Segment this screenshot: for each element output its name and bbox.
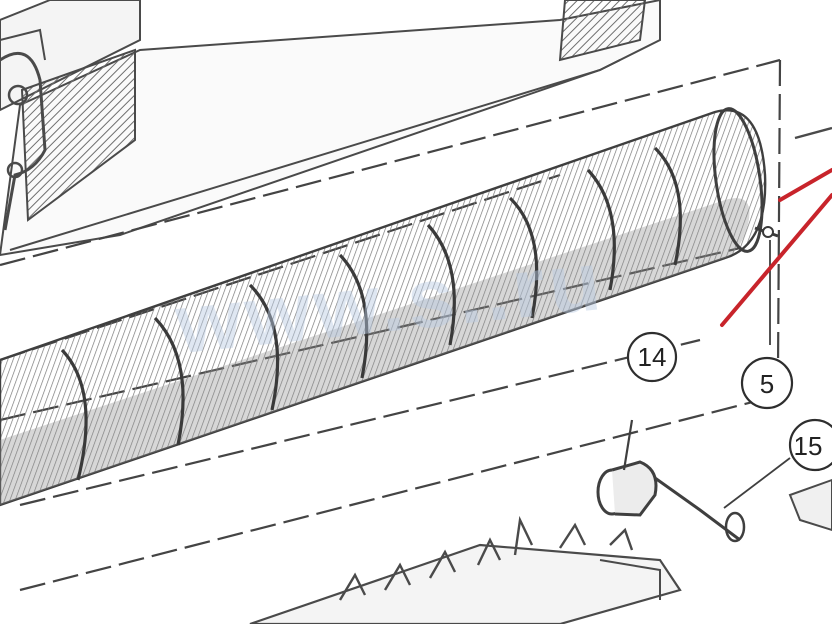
callout-14-label: 14 xyxy=(638,342,667,372)
lower-grille xyxy=(249,515,682,624)
callout-5: 5 xyxy=(740,356,794,410)
motor-bearing-part xyxy=(596,419,746,543)
callout-14: 14 xyxy=(626,331,678,383)
upper-housing xyxy=(0,0,661,257)
cross-flow-fan xyxy=(0,107,779,507)
side-plate xyxy=(788,478,832,532)
leader-lines xyxy=(723,240,791,509)
callout-15-label: 15 xyxy=(794,431,823,461)
callout-15: 15 xyxy=(788,418,832,472)
vent-panel-left xyxy=(20,48,136,222)
screw-pin xyxy=(794,126,832,140)
vent-panel-right xyxy=(558,0,647,62)
side-frame-bracket xyxy=(0,28,47,231)
red-annotation-arrows xyxy=(720,168,832,327)
callout-5-label: 5 xyxy=(760,369,774,399)
